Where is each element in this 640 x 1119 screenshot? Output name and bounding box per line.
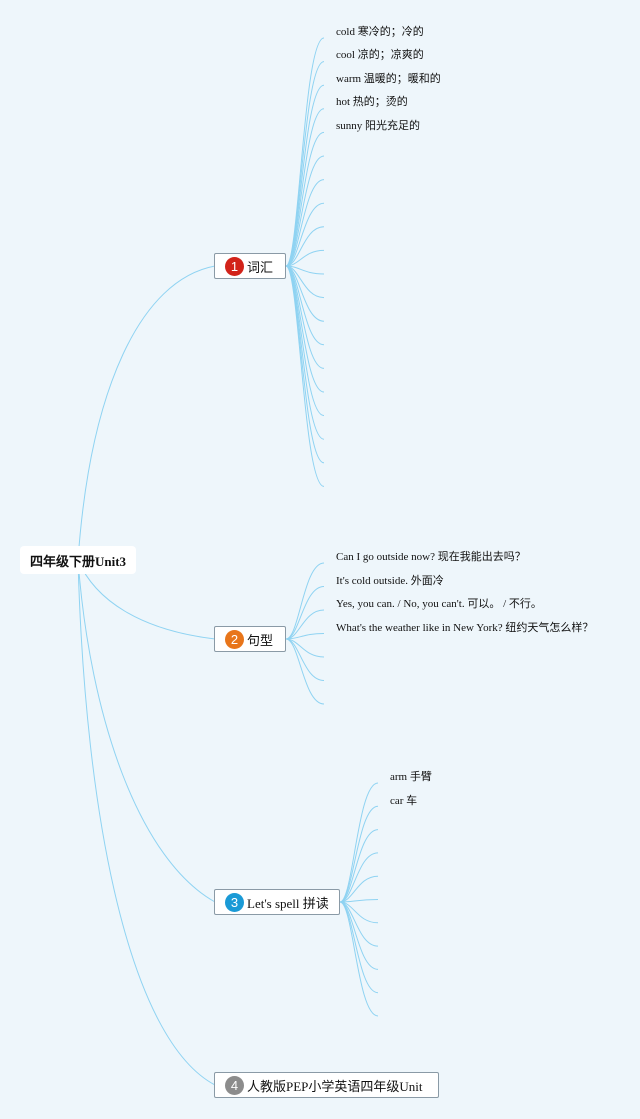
link-root-branch3: [77, 559, 216, 903]
connector-line: [285, 586, 325, 640]
branch-label: Let's spell 拼读: [247, 895, 329, 911]
number-badge: 2: [225, 629, 244, 649]
leaf-item: warm 温暖的；暖和的: [336, 73, 441, 85]
connector-line: [285, 131, 325, 267]
branch2-fan: [285, 562, 325, 705]
leaf-item: arm 手臂: [390, 771, 432, 783]
connector-line: [285, 265, 325, 417]
connector-line: [285, 265, 325, 464]
leaf-item: Yes, you can. / No, you can't. 可以。 / 不行。: [336, 598, 542, 610]
connector-line: [339, 805, 379, 903]
number-badge: 4: [225, 1075, 244, 1095]
branch3-fan: [339, 782, 379, 1017]
link-root-branch1: [77, 265, 216, 561]
leaf-item: hot 热的；烫的: [336, 96, 408, 108]
connector-line: [285, 226, 325, 267]
leaf-item: cold 寒冷的；冷的: [336, 26, 424, 38]
connector-line: [285, 265, 325, 440]
connector-line: [285, 265, 325, 487]
connector-line: [339, 829, 379, 903]
connector-line: [339, 782, 379, 903]
link-root-branch4: [77, 559, 216, 1086]
leaf-item: It's cold outside. 外面冷: [336, 575, 444, 587]
connector-line: [339, 901, 379, 1017]
connector-line: [285, 108, 325, 267]
connector-line: [339, 852, 379, 903]
number-badge: 3: [225, 892, 244, 912]
leaf-item: car 车: [390, 795, 418, 807]
connector-line: [285, 638, 325, 705]
connector-line: [339, 875, 379, 903]
leaf-item: cool 凉的；凉爽的: [336, 49, 424, 61]
connector-line: [285, 562, 325, 640]
leaf-item: sunny 阳光充足的: [336, 120, 421, 132]
branch-label: 人教版PEP小学英语四年级Unit: [247, 1078, 423, 1094]
connector-line: [285, 609, 325, 640]
branch-vocabulary[interactable]: 1 词汇: [214, 253, 286, 279]
branch-textbook[interactable]: 4 人教版PEP小学英语四年级Unit: [214, 1072, 439, 1098]
connector-line: [285, 179, 325, 267]
root-label: 四年级下册Unit3: [29, 553, 127, 569]
branch1-fan: [285, 37, 325, 487]
connector-line: [285, 61, 325, 267]
branch-label: 句型: [247, 632, 274, 648]
connector-line: [285, 202, 325, 267]
leaf-item: What's the weather like in New York? 纽约天…: [336, 622, 594, 634]
branch-sentences[interactable]: 2 句型: [214, 626, 286, 652]
connector-line: [285, 155, 325, 267]
connector-line: [285, 638, 325, 681]
root-node[interactable]: 四年级下册Unit3: [20, 546, 136, 574]
number-badge: 1: [225, 256, 244, 276]
branch-lets-spell[interactable]: 3 Let's spell 拼读: [214, 889, 340, 915]
connector-line: [285, 84, 325, 267]
branch-label: 词汇: [247, 259, 274, 275]
connector-line: [285, 249, 325, 267]
leaf-item: Can I go outside now? 现在我能出去吗？: [336, 551, 526, 563]
